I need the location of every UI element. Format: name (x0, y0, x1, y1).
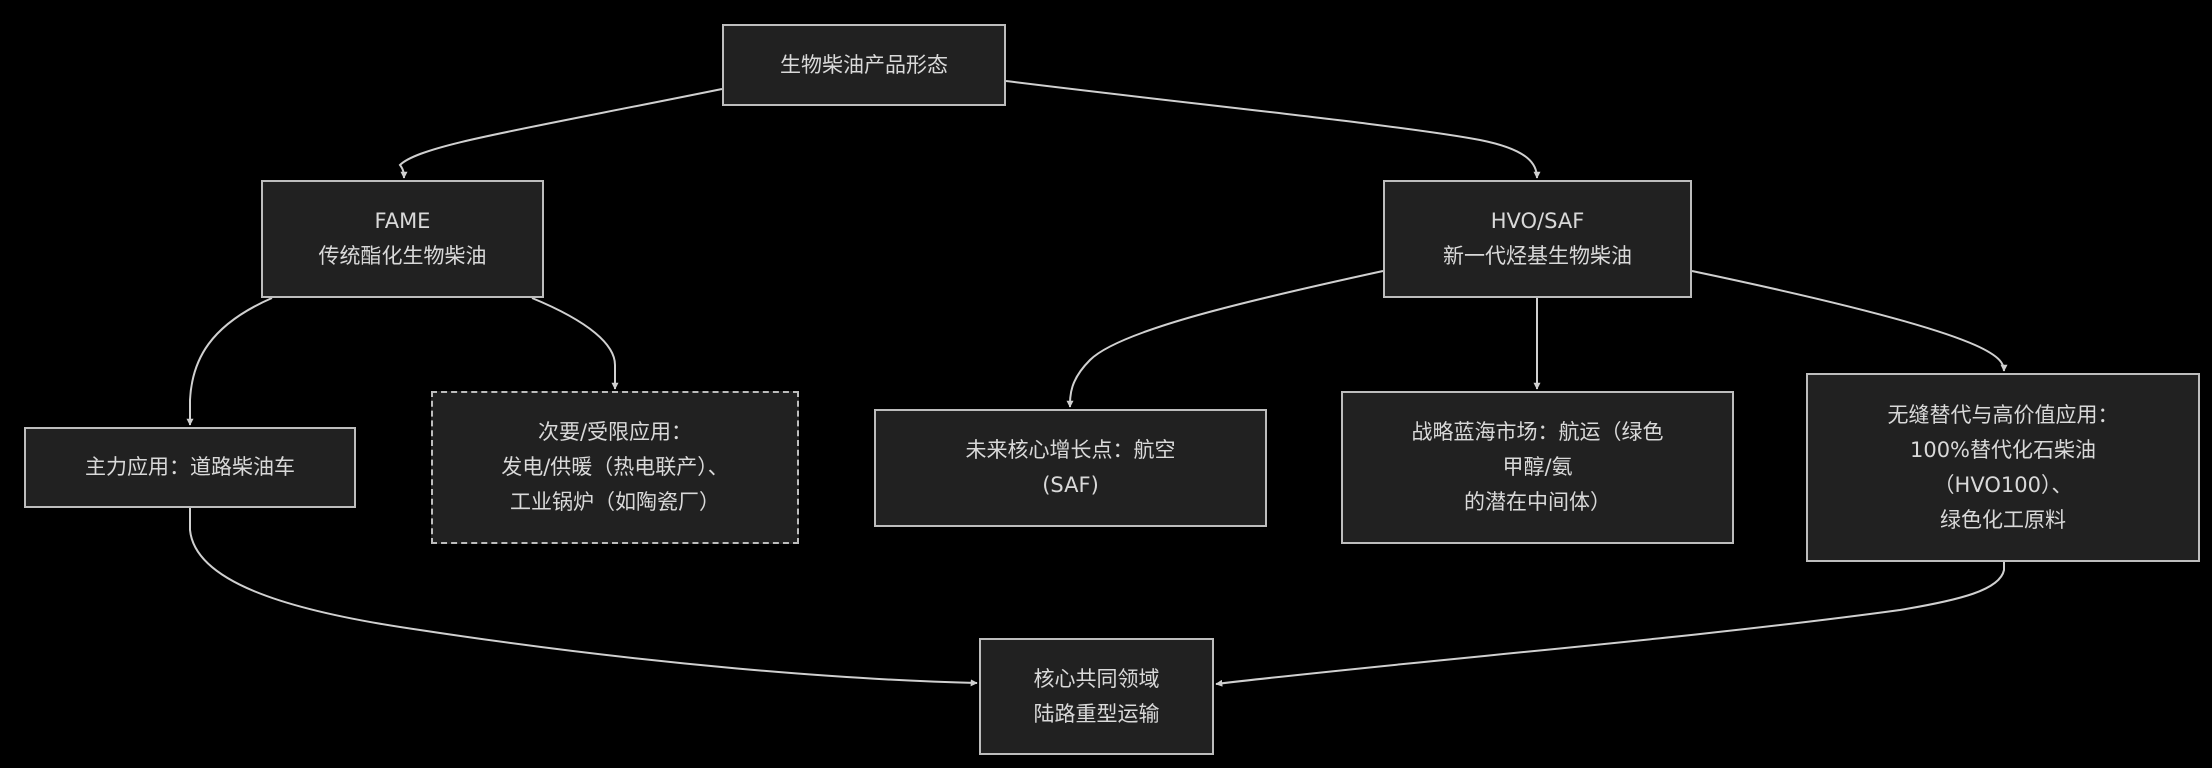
node-aviation-growth: 未来核心增长点：航空 (SAF) (874, 409, 1267, 527)
node-label: 主力应用：道路柴油车 (85, 455, 295, 479)
edge-root-to-fame (398, 88, 723, 179)
node-label-line-3: 的潜在中间体） (1464, 490, 1611, 514)
node-label-line-2: 陆路重型运输 (1033, 701, 1160, 726)
node-label-line-2: 甲醇/氨 (1502, 455, 1573, 479)
edge-hvo-to-aviation (1066, 270, 1384, 408)
node-main-application: 主力应用：道路柴油车 (24, 427, 356, 508)
node-label-line-2: (SAF) (1042, 473, 1099, 497)
node-label-line-1: 未来核心增长点：航空 (965, 438, 1176, 462)
node-secondary-application: 次要/受限应用： 发电/供暖（热电联产）、 工业锅炉（如陶瓷厂） (431, 391, 799, 544)
node-biodiesel-product-forms: 生物柴油产品形态 (722, 24, 1006, 106)
node-label-line-2: 发电/供暖（热电联产）、 (501, 455, 729, 479)
edge-root-to-hvo (1005, 80, 1541, 179)
node-label-subtitle: 传统酯化生物柴油 (318, 244, 487, 268)
node-label-line-3: 工业锅炉（如陶瓷厂） (510, 490, 720, 514)
node-label-line-4: 绿色化工原料 (1940, 507, 2066, 532)
node-shipping-market: 战略蓝海市场：航运（绿色 甲醇/氨 的潜在中间体） (1341, 391, 1734, 544)
edge-main-to-core (189, 508, 978, 687)
edge-fame-to-main (186, 297, 273, 426)
edge-seamless-to-core (1215, 562, 2005, 687)
node-fame: FAME 传统酯化生物柴油 (261, 180, 544, 298)
node-label-line-1: 次要/受限应用： (537, 420, 693, 444)
node-seamless-replacement: 无缝替代与高价值应用： 100%替代化石柴油 （HVO100）、 绿色化工原料 (1806, 373, 2200, 562)
node-label-line-2: 100%替代化石柴油 (1909, 437, 2097, 462)
node-label-subtitle: 新一代烃基生物柴油 (1443, 244, 1632, 268)
node-label: 生物柴油产品形态 (780, 52, 948, 77)
node-hvo-saf: HVO/SAF 新一代烃基生物柴油 (1383, 180, 1692, 298)
node-label-line-1: 核心共同领域 (1033, 666, 1160, 691)
node-label-line-1: 无缝替代与高价值应用： (1887, 402, 2119, 427)
node-label-line-3: （HVO100）、 (1933, 472, 2073, 497)
node-core-common-domain: 核心共同领域 陆路重型运输 (979, 638, 1214, 755)
node-label-line-1: 战略蓝海市场：航运（绿色 (1411, 420, 1664, 444)
edge-fame-to-secondary (531, 297, 619, 390)
edge-hvo-to-seamless (1691, 270, 2008, 372)
node-label-title: FAME (374, 209, 431, 233)
node-label-title: HVO/SAF (1490, 209, 1585, 233)
